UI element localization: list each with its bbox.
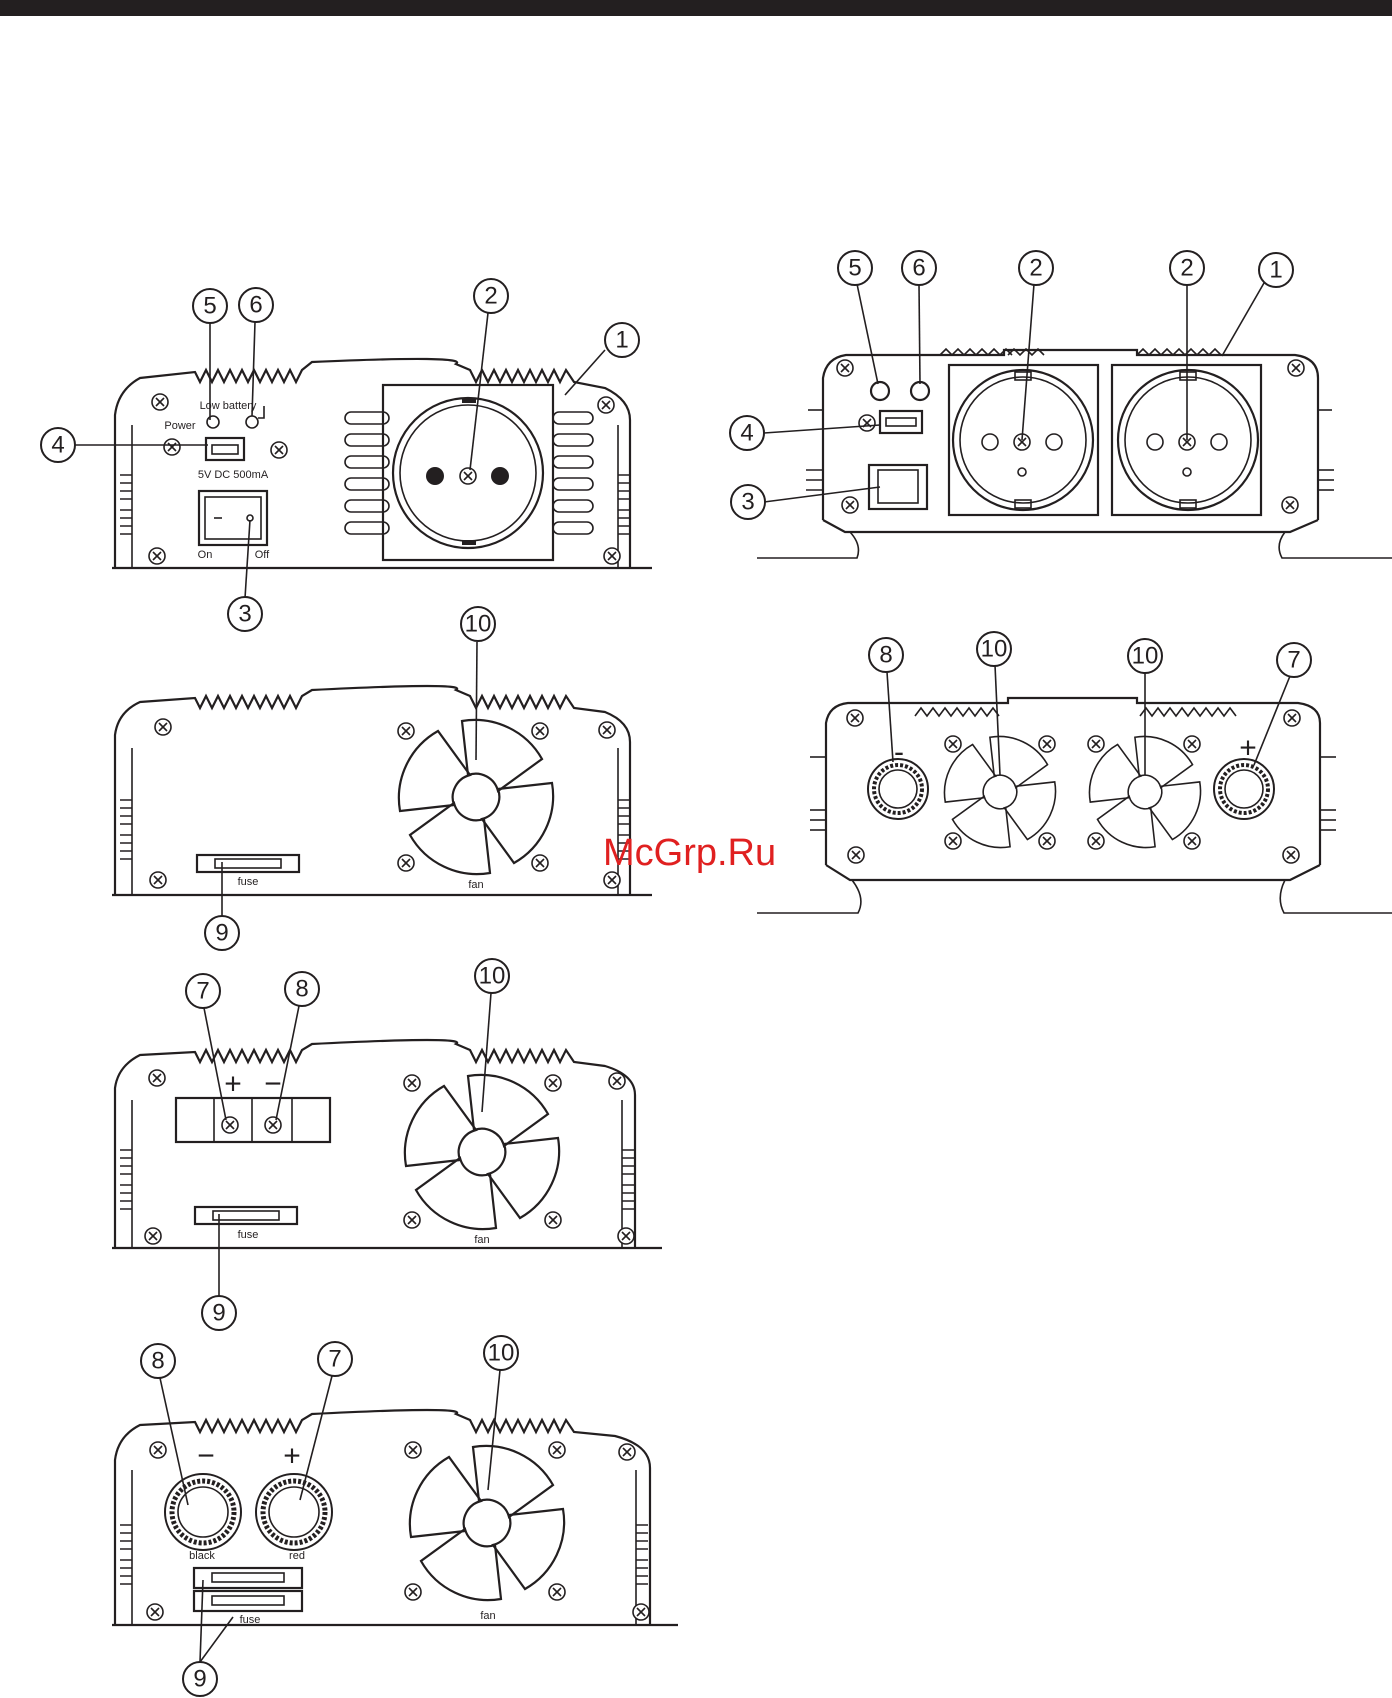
panel-c-rear-screw-terminals: + − fuse fan 7 8 10 9 bbox=[112, 959, 662, 1330]
svg-text:2: 2 bbox=[1029, 255, 1042, 282]
watermark: McGrp.Ru bbox=[603, 832, 776, 874]
callout-10: 10 bbox=[484, 1336, 518, 1490]
fan-label: fan bbox=[480, 1610, 495, 1622]
svg-text:9: 9 bbox=[193, 1666, 206, 1693]
svg-text:1: 1 bbox=[1269, 257, 1282, 284]
svg-text:1: 1 bbox=[615, 327, 628, 354]
callout-3: 3 bbox=[228, 520, 262, 631]
fuse-label: fuse bbox=[240, 1614, 261, 1626]
svg-text:10: 10 bbox=[488, 1340, 515, 1367]
svg-text:7: 7 bbox=[328, 1346, 341, 1373]
plus-sign: + bbox=[283, 1440, 301, 1473]
fan-label: fan bbox=[474, 1234, 489, 1246]
minus-sign: - bbox=[894, 736, 904, 769]
svg-text:10: 10 bbox=[1132, 643, 1159, 670]
callout-9: 9 bbox=[202, 1214, 236, 1330]
svg-text:7: 7 bbox=[1287, 647, 1300, 674]
fuse-label: fuse bbox=[238, 1229, 259, 1241]
callout-1: 1 bbox=[565, 323, 639, 395]
callout-6: 6 bbox=[902, 251, 936, 384]
svg-text:5: 5 bbox=[848, 255, 861, 282]
svg-text:2: 2 bbox=[484, 283, 497, 310]
panel-d-rear-knob-terminals: − + black red fuse fan 8 7 10 9 bbox=[112, 1336, 678, 1696]
callout-10: 10 bbox=[461, 607, 495, 760]
callout-2: 2 bbox=[470, 279, 508, 470]
svg-text:3: 3 bbox=[238, 601, 251, 628]
fuse-label: fuse bbox=[238, 876, 259, 888]
plus-sign: + bbox=[1239, 732, 1257, 765]
callout-10b: 10 bbox=[1128, 639, 1162, 775]
power-label: Power bbox=[164, 420, 196, 432]
callout-1: 1 bbox=[1222, 253, 1293, 356]
black-label: black bbox=[189, 1550, 215, 1562]
svg-text:9: 9 bbox=[215, 920, 228, 947]
minus-sign: − bbox=[264, 1068, 282, 1101]
svg-text:2: 2 bbox=[1180, 255, 1193, 282]
red-label: red bbox=[289, 1550, 305, 1562]
callout-9: 9 bbox=[205, 862, 239, 950]
svg-text:3: 3 bbox=[741, 489, 754, 516]
off-label: Off bbox=[255, 549, 270, 561]
fan-label: fan bbox=[468, 879, 483, 891]
low-battery-label: Low battery bbox=[200, 400, 257, 412]
callout-6: 6 bbox=[239, 288, 273, 416]
svg-text:6: 6 bbox=[912, 255, 925, 282]
callout-4: 4 bbox=[41, 428, 208, 462]
callout-2: 2 bbox=[1019, 251, 1053, 440]
panel-b-rear-fuse-fan: fuse fan 10 9 bbox=[112, 607, 652, 950]
svg-text:5: 5 bbox=[203, 293, 216, 320]
panel-a-front-single-socket: Power Low battery 5V DC 500mA On Off bbox=[41, 279, 652, 631]
svg-text:10: 10 bbox=[465, 611, 492, 638]
svg-text:10: 10 bbox=[981, 636, 1008, 663]
callout-2b: 2 bbox=[1170, 251, 1204, 440]
svg-text:8: 8 bbox=[879, 642, 892, 669]
svg-text:8: 8 bbox=[151, 1348, 164, 1375]
svg-text:8: 8 bbox=[295, 976, 308, 1003]
usb-label: 5V DC 500mA bbox=[198, 469, 269, 481]
on-label: On bbox=[198, 549, 213, 561]
svg-text:9: 9 bbox=[212, 1300, 225, 1327]
svg-text:4: 4 bbox=[51, 432, 64, 459]
callout-9: 9 bbox=[183, 1580, 233, 1696]
svg-text:7: 7 bbox=[196, 978, 209, 1005]
svg-text:10: 10 bbox=[479, 963, 506, 990]
panel-e-front-double-socket: 5 6 2 2 1 4 3 bbox=[730, 251, 1392, 558]
callout-10: 10 bbox=[475, 959, 509, 1112]
callout-4: 4 bbox=[730, 416, 880, 450]
panel-f-rear-double-fan: - + 8 10 10 7 bbox=[757, 632, 1392, 913]
svg-text:6: 6 bbox=[249, 292, 262, 319]
plus-sign: + bbox=[224, 1068, 242, 1101]
minus-sign: − bbox=[197, 1440, 215, 1473]
svg-text:4: 4 bbox=[740, 420, 753, 447]
